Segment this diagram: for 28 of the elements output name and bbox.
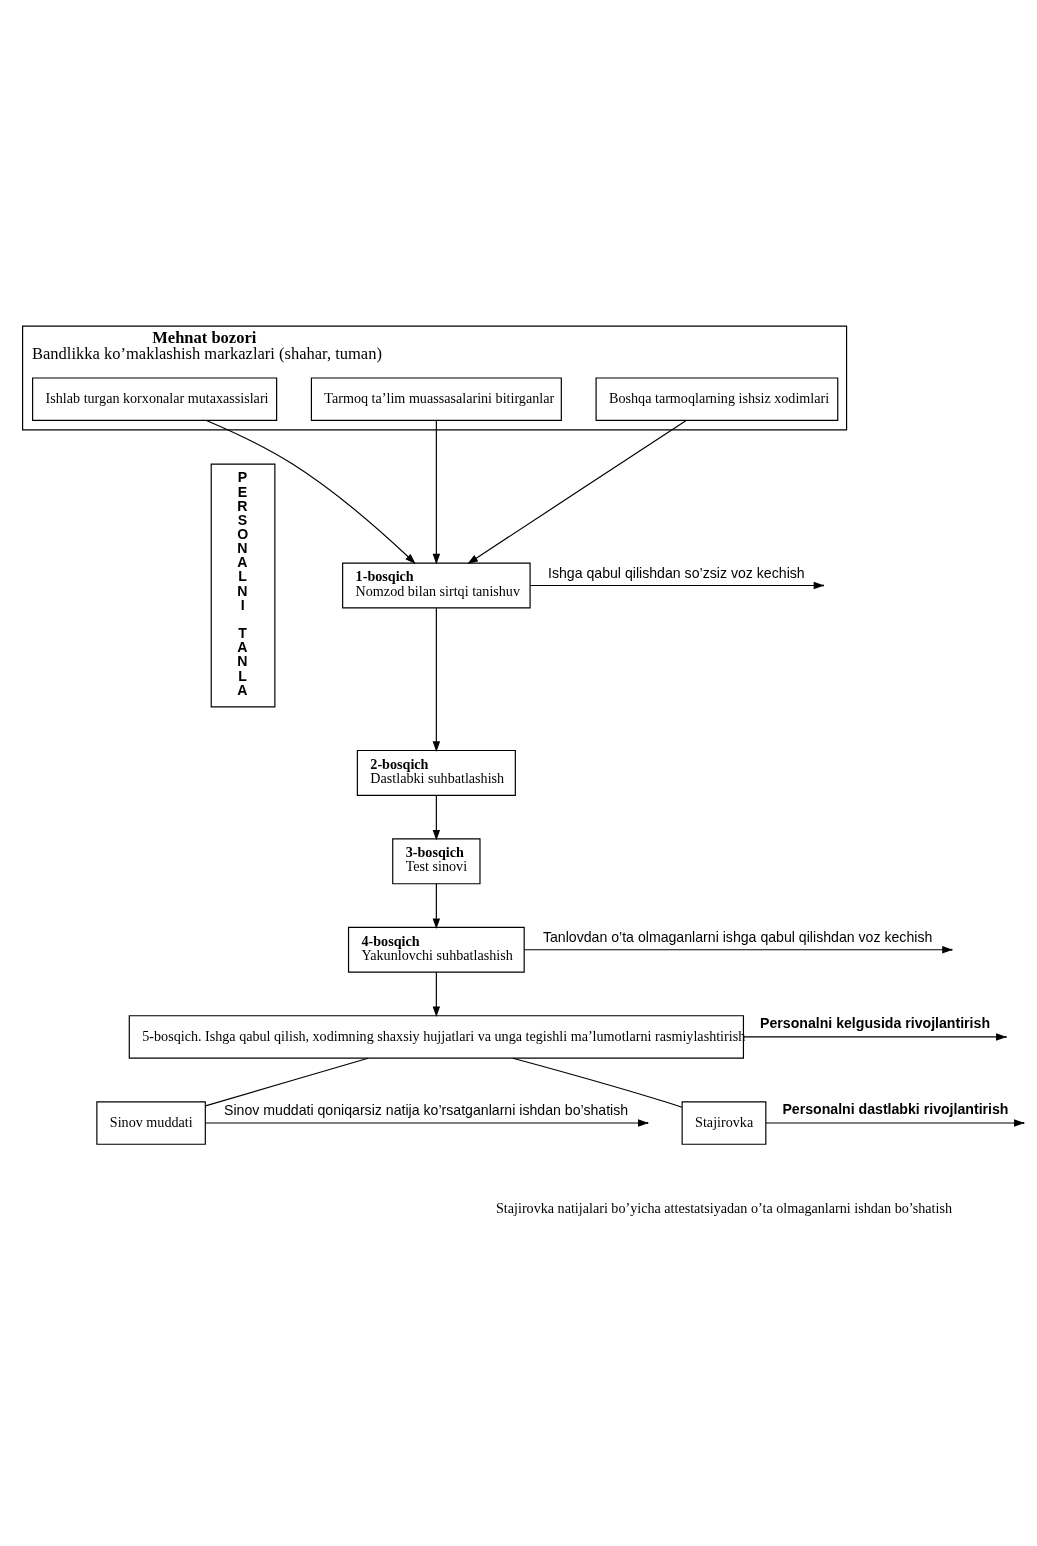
node-box: 1-bosqich Nomzod bilan sirtqi tanishuv [342,562,531,608]
node-box: 4-bosqich Yakunlovchi suhbatlashish [347,926,525,973]
arrow [765,1118,1025,1127]
arrow [432,882,441,929]
edge-label: Sinov muddati qoniqarsiz natija ko’rsatganlarni ishdan bo’shatish [224,1101,629,1118]
arrow [742,1032,1007,1041]
arrow [432,794,441,841]
arrow [432,606,441,752]
node-box: Boshqa tarmoqlarning ishsiz xodimlari [595,376,839,421]
edge-label: Personalni kelgusida rivojlantirish [760,1014,991,1031]
arrow [432,971,441,1017]
arrow [205,419,416,564]
node-box: Stajirovka [681,1100,767,1145]
node-box: Tarmoq ta’lim muassasalarini bitirganlar [310,376,562,421]
label: Stajirovka natijalari bo’yicha attestatsiyadan o’ta olmaganlarni ishdan bo’shatish [496,1199,952,1216]
edge-label: Ishga qabul qilishdan so’zsiz voz kechish [547,564,805,581]
arrow [205,1118,649,1127]
node-box: PERSONALNI TANLA [210,463,276,707]
node-box: Ishlab turgan korxonalar mutaxassislari [32,376,278,421]
arrow [467,419,687,564]
node-box: 2-bosqich Dastlabki suhbatlashish [356,749,516,796]
node-box: 3-bosqich Test sinovi [392,837,481,884]
connector [204,1057,369,1106]
edge-label: Tanlovdan o’ta olmaganlarni ishga qabul qilishdan voz kechish [542,928,933,945]
connector [512,1057,683,1108]
edge-label: Personalni dastlabki rivojlantirish [782,1100,1009,1117]
arrow [432,419,441,564]
node-box: Sinov muddati [96,1100,206,1145]
